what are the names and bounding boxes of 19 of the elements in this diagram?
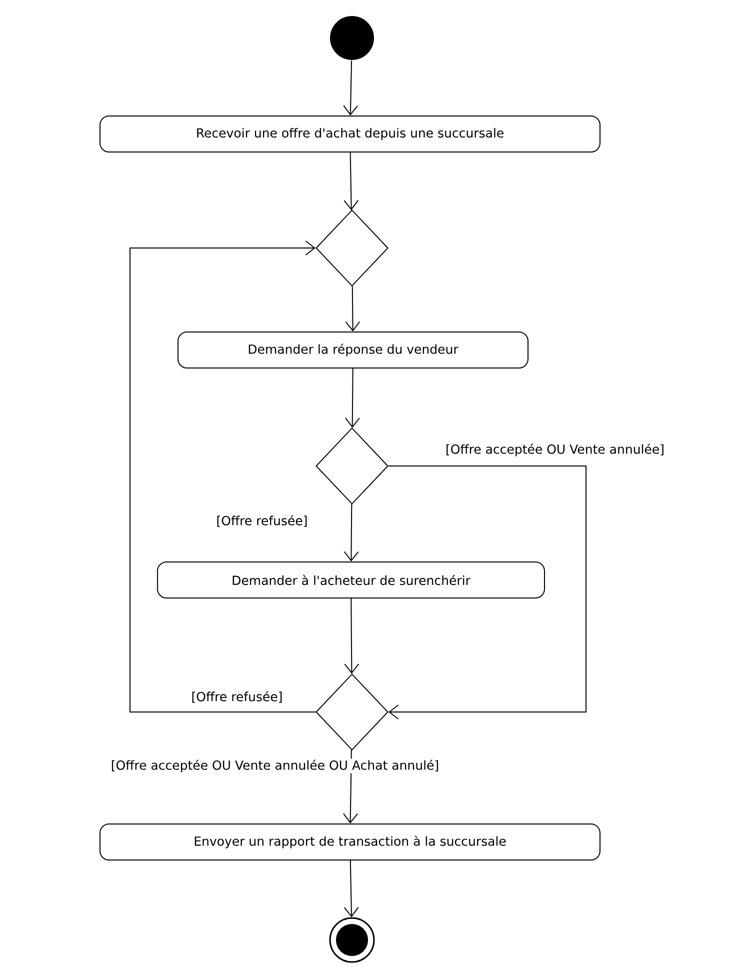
- arrow: [344, 368, 360, 428]
- action-box: Envoyer un rapport de transaction à la succursale: [100, 824, 600, 860]
- start-node: [330, 16, 374, 60]
- action-box: Demander à l'acheteur de surenchérir: [157, 562, 545, 598]
- arrow: [345, 286, 360, 332]
- arrow: [343, 60, 358, 116]
- guard-label: [Offre refusée]: [215, 514, 309, 528]
- arrow: [388, 466, 586, 720]
- guard-label: [Offre refusée]: [190, 690, 284, 704]
- arrow: [344, 152, 359, 210]
- arrow: [344, 860, 359, 918]
- action-box: Recevoir une offre d'achat depuis une succursale: [100, 116, 600, 152]
- guard-label: [Offre acceptée OU Vente annulée]: [444, 442, 666, 458]
- guard-label: [Offre acceptée OU Vente annulée OU Achat annulé]: [110, 758, 440, 774]
- arrow: [344, 504, 359, 562]
- action-box: Demander la réponse du vendeur: [178, 332, 528, 368]
- arrow: [344, 598, 360, 674]
- end-node: [329, 917, 375, 963]
- arrow: [130, 240, 316, 712]
